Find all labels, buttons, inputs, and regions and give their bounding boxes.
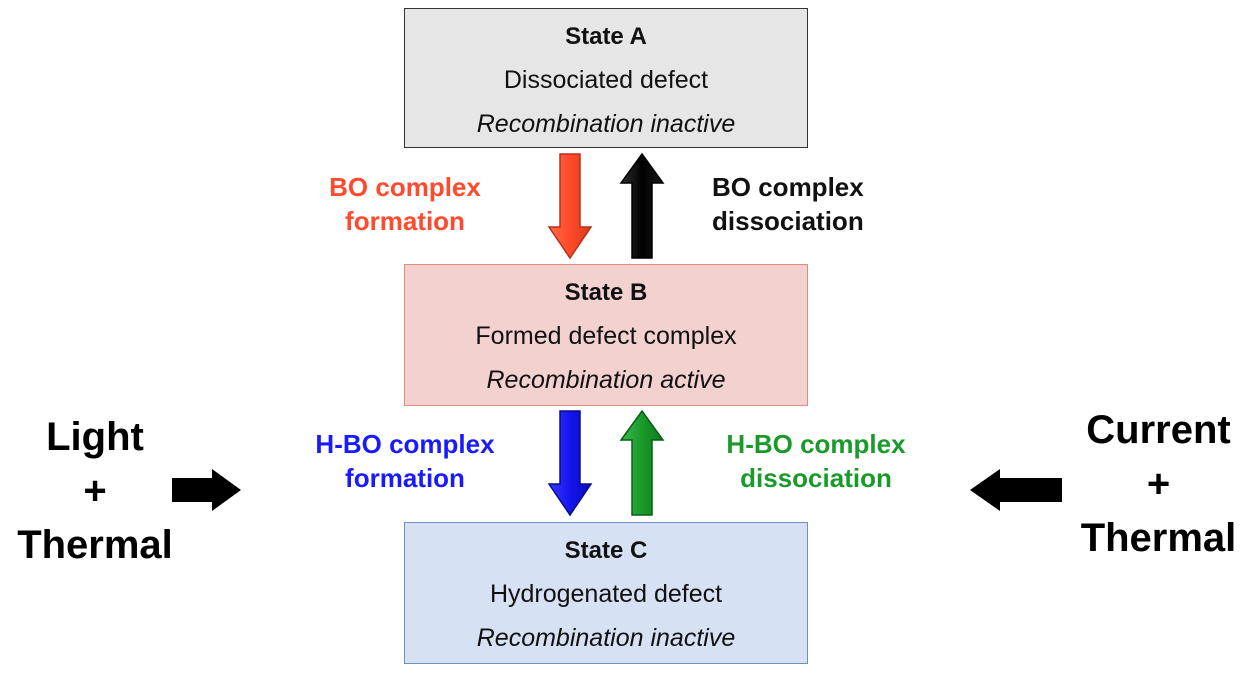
bo-formation-line1: BO complex: [329, 172, 481, 202]
hbo-dissociation-line2: dissociation: [740, 463, 892, 493]
bo-formation-label: BO complex formation: [300, 170, 510, 238]
hbo-dissociation-arrow: [619, 409, 665, 516]
right-condition-arrow: [970, 469, 1062, 511]
state-b-description: Formed defect complex: [475, 322, 737, 350]
state-c-box: State C Hydrogenated defect Recombinatio…: [404, 522, 808, 664]
bo-formation-line2: formation: [345, 206, 465, 236]
bo-dissociation-line1: BO complex: [712, 172, 864, 202]
state-b-status: Recombination active: [486, 366, 726, 394]
left-condition-arrow: [172, 469, 241, 511]
state-a-description: Dissociated defect: [503, 66, 709, 94]
bo-formation-arrow: [547, 153, 593, 260]
bo-dissociation-line2: dissociation: [712, 206, 864, 236]
hbo-formation-line2: formation: [345, 463, 465, 493]
state-a-status: Recombination inactive: [476, 110, 736, 138]
state-c-description: Hydrogenated defect: [489, 580, 723, 608]
state-c-status: Recombination inactive: [476, 624, 736, 652]
condition-right-line3: Thermal: [1080, 516, 1237, 560]
hbo-dissociation-line1: H-BO complex: [726, 429, 906, 459]
condition-left-line3: Thermal: [17, 523, 173, 567]
bo-dissociation-arrow: [619, 152, 665, 259]
condition-left-line1: Light: [46, 415, 144, 459]
hbo-formation-line1: H-BO complex: [315, 429, 495, 459]
state-a-box: State A Dissociated defect Recombination…: [404, 8, 808, 148]
hbo-formation-arrow: [547, 410, 593, 517]
hbo-dissociation-label: H-BO complex dissociation: [696, 427, 936, 495]
state-b-box: State B Formed defect complex Recombinat…: [404, 264, 808, 406]
bo-dissociation-label: BO complex dissociation: [712, 170, 932, 238]
state-b-title: State B: [564, 279, 648, 306]
condition-right-line2: +: [1146, 462, 1171, 506]
condition-right-line1: Current: [1086, 408, 1231, 452]
hbo-formation-label: H-BO complex formation: [285, 427, 525, 495]
condition-left-line2: +: [83, 469, 107, 513]
current-thermal-condition: Current + Thermal: [1062, 403, 1255, 565]
light-thermal-condition: Light + Thermal: [0, 410, 190, 572]
state-c-title: State C: [564, 537, 648, 564]
state-a-title: State A: [565, 23, 647, 50]
